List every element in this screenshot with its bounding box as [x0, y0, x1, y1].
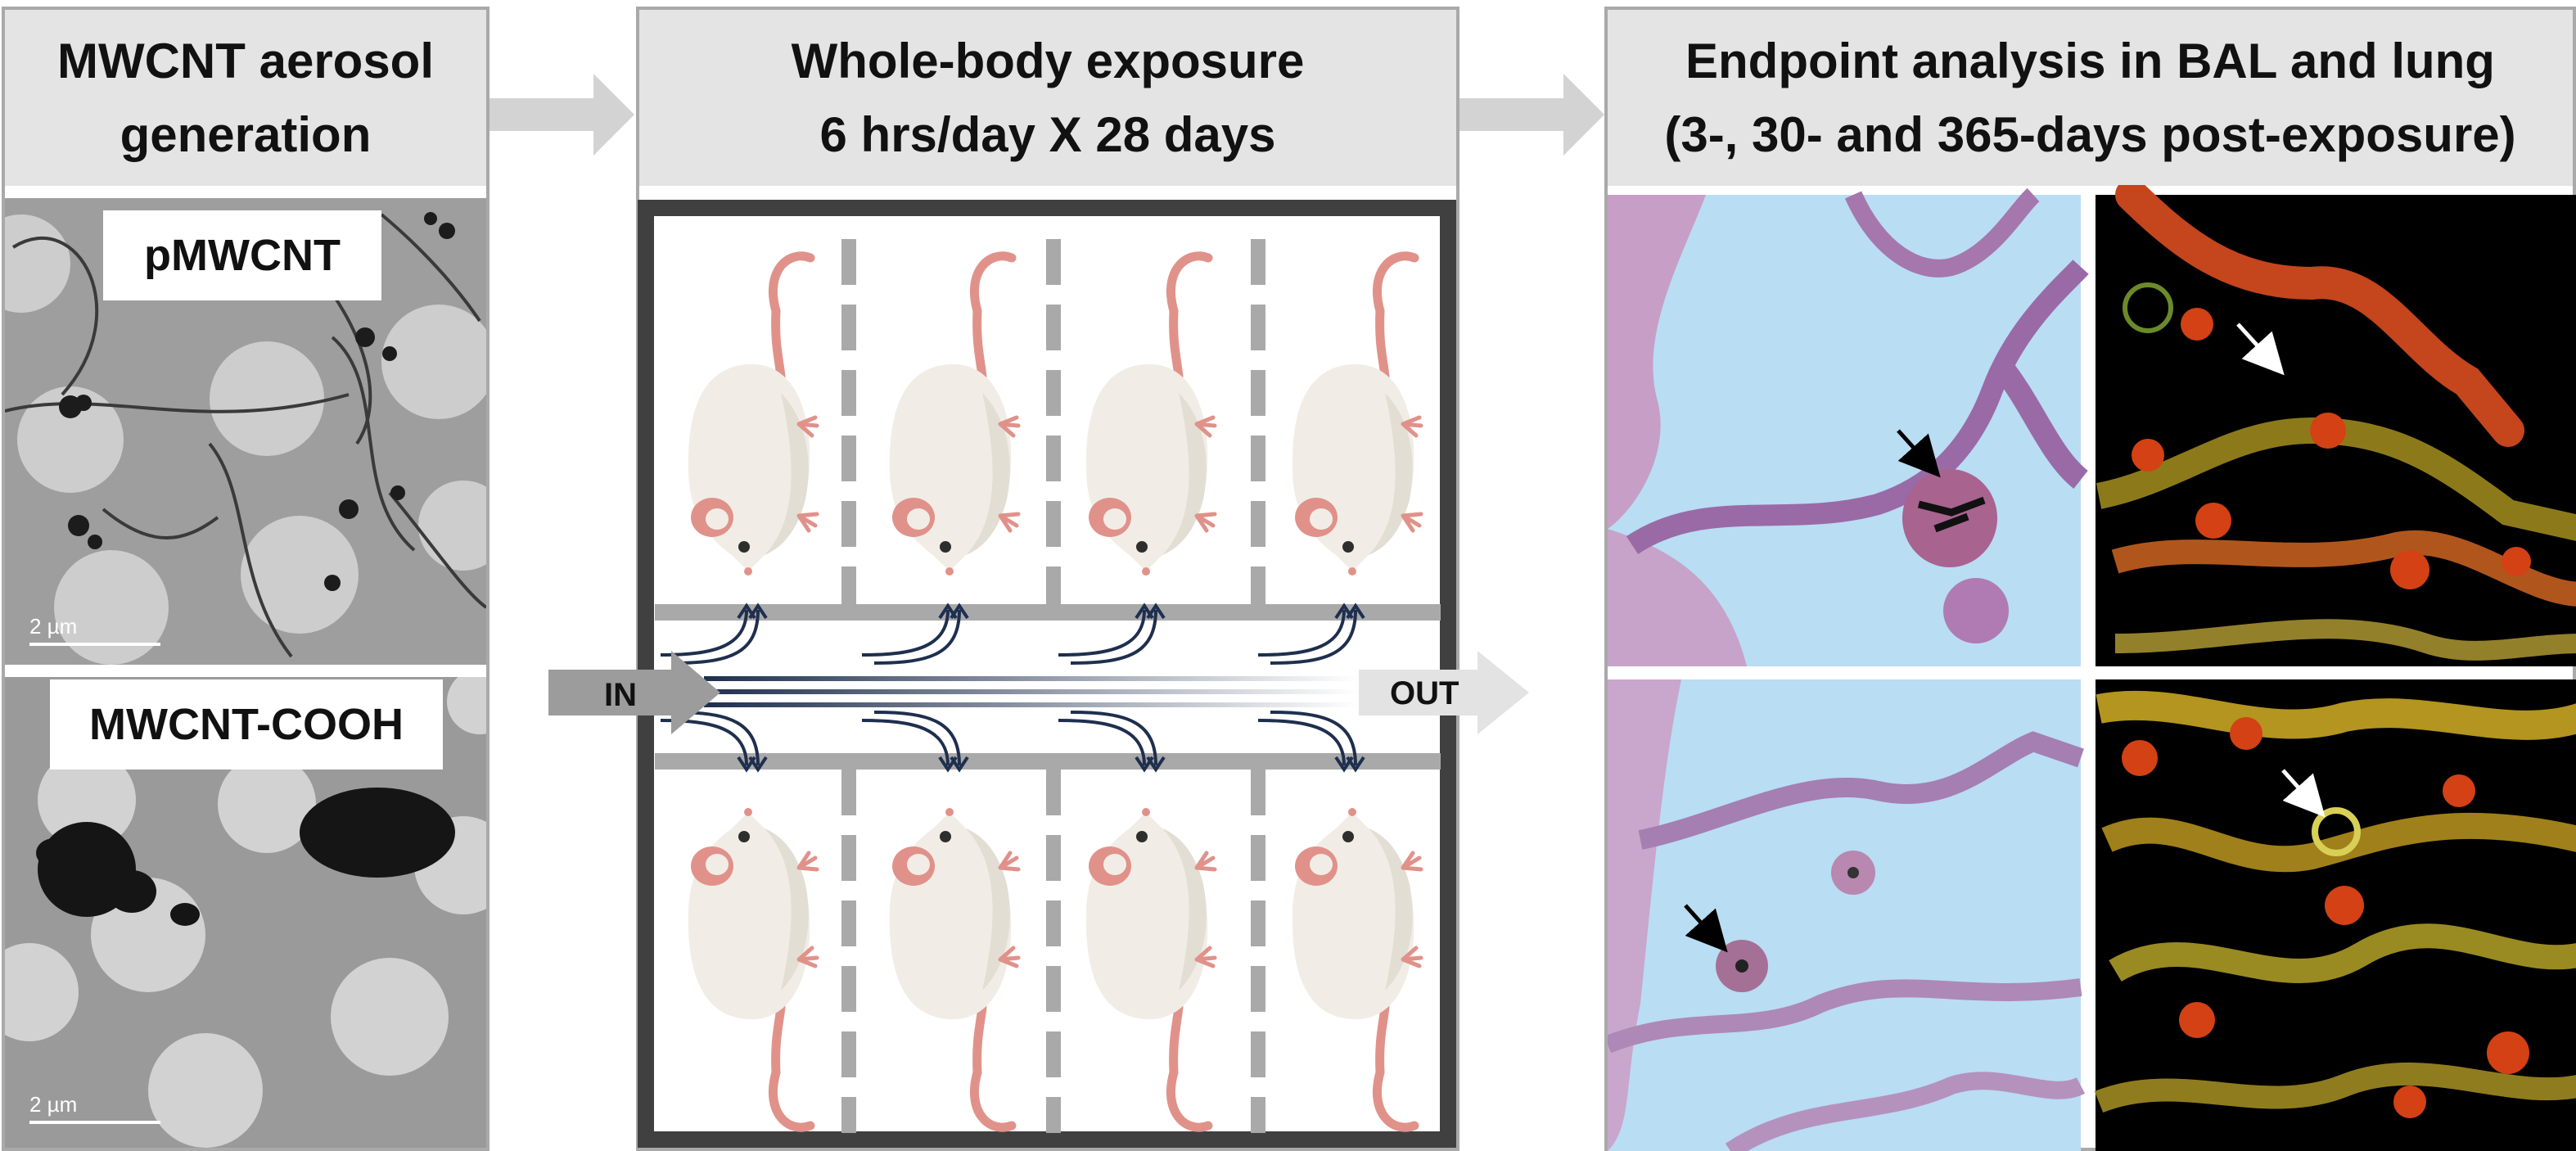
scale-line-bottom — [29, 1121, 160, 1124]
fluorescence-micrograph-bottom — [2094, 679, 2576, 1151]
scale-label-bottom: 2 µm — [29, 1092, 78, 1117]
aerosol-title-line2: generation — [120, 106, 372, 162]
micrograph-grid — [1608, 185, 2576, 1151]
endpoint-panel-header: Endpoint analysis in BAL and lung (3-, 3… — [1608, 10, 2573, 186]
exposure-panel-header: Whole-body exposure 6 hrs/day X 28 days — [639, 10, 1456, 186]
he-micrograph-top — [1608, 187, 2089, 666]
scale-line-top — [29, 643, 160, 646]
he-micrograph-bottom — [1608, 679, 2086, 1151]
exposure-title-line1: Whole-body exposure — [791, 33, 1305, 88]
scale-label-top: 2 µm — [29, 614, 78, 639]
scale-bar-top: 2 µm — [29, 614, 160, 646]
aerosol-title-line1: MWCNT aerosol — [56, 33, 435, 88]
aerosol-generation-panel: MWCNT aerosol generation — [2, 7, 489, 1151]
exposure-title-line2: 6 hrs/day X 28 days — [819, 106, 1276, 162]
sample-label-pmwcnt: pMWCNT — [103, 210, 381, 300]
whole-body-exposure-panel: Whole-body exposure 6 hrs/day X 28 days — [636, 7, 1459, 1151]
sample-label-mwcnt-cooh: MWCNT-COOH — [50, 679, 443, 770]
arrow-panel1-to-panel2 — [489, 74, 634, 156]
scale-bar-bottom: 2 µm — [29, 1092, 160, 1124]
in-label: IN — [604, 677, 637, 713]
endpoint-title-line1: Endpoint analysis in BAL and lung — [1685, 33, 2495, 88]
aerosol-panel-header: MWCNT aerosol generation — [5, 10, 486, 186]
arrow-panel2-to-panel3 — [1459, 74, 1604, 156]
fluorescence-micrograph-top — [2096, 185, 2576, 666]
endpoint-title-line2: (3-, 30- and 365-days post-exposure) — [1664, 106, 2516, 162]
